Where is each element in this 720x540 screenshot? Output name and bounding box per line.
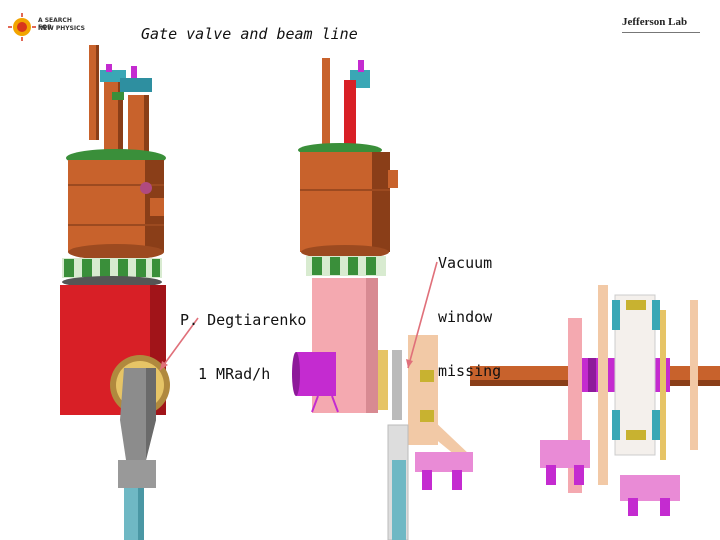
middle-cryostat-assembly: [292, 58, 473, 540]
vacuum-window-note-line-3: missing: [438, 362, 502, 380]
left-cryostat-assembly: [60, 45, 170, 540]
left-logo: A SEARCH FOR NEW PHYSICS: [8, 12, 86, 42]
sun-logo-icon: [8, 13, 36, 41]
logo-text-line-1: A SEARCH FOR: [38, 17, 72, 31]
annotation-arrows: [159, 261, 438, 371]
right-beam-line-assembly: [470, 285, 720, 516]
jefferson-lab-logo: Jefferson Lab: [620, 12, 710, 36]
logo-underline: [622, 32, 700, 33]
vacuum-window-note-line-2: window: [438, 308, 493, 326]
vacuum-window-note: Vacuum window missing: [438, 218, 501, 398]
logo-text-line-2: NEW PHYSICS: [38, 25, 85, 32]
gate-valve-note: P. Degtiarenko 1 MRad/h: [180, 275, 306, 401]
jefferson-lab-logo-text: Jefferson Lab: [622, 16, 688, 28]
vacuum-window-note-line-1: Vacuum: [438, 254, 493, 272]
gate-valve-note-line-2: 1 MRad/h: [198, 365, 271, 383]
slide-title: Gate valve and beam line: [141, 25, 358, 43]
gate-valve-note-line-1: P. Degtiarenko: [180, 311, 307, 329]
